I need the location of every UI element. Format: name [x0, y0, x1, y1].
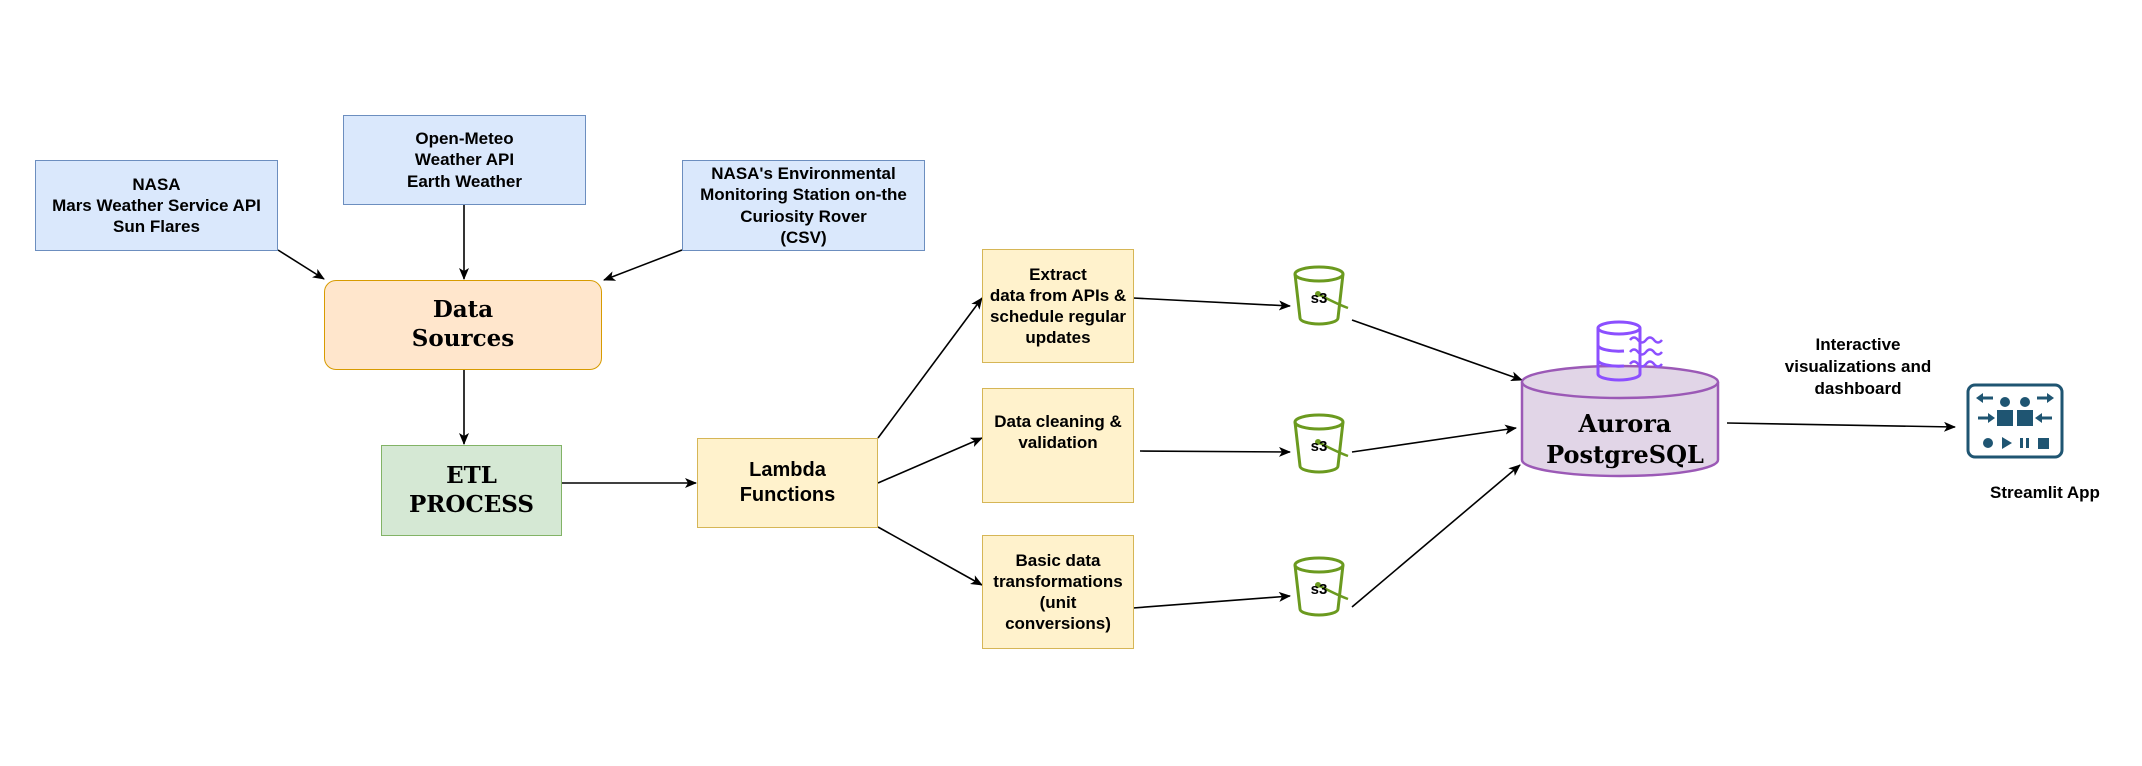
nasa-mars-line-3: Sun Flares — [113, 217, 200, 237]
etl-process-box: ETL PROCESS — [381, 445, 562, 536]
transform-line-1: Basic data — [1015, 550, 1101, 570]
arrow-s3-bottom-to-aurora — [1351, 464, 1521, 608]
aurora-database-icon — [1596, 320, 1663, 382]
s3-label: s3 — [1310, 581, 1328, 598]
streamlit-app-label: Streamlit App — [1990, 483, 2100, 502]
extract-line-3: schedule regular — [989, 307, 1127, 326]
arrow-nasa-to-sources — [277, 249, 325, 280]
nasa-mars-line-2: Mars Weather Service API — [52, 195, 261, 215]
data-sources-line-2: Sources — [411, 325, 515, 352]
interactive-visualizations-label: Interactive visualizations and dashboard — [1758, 334, 1958, 400]
data-sources-box: Data Sources — [324, 280, 602, 370]
open-meteo-line-3: Earth Weather — [407, 171, 522, 191]
arrow-s3-top-to-aurora — [1351, 319, 1523, 382]
data-sources-line-1: Data — [432, 296, 494, 324]
open-meteo-line-2: Weather API — [414, 150, 515, 170]
s3-bucket-middle: s3 — [1292, 412, 1352, 476]
arrow-lambda-to-extract — [877, 297, 983, 439]
arrow-extract-to-s3 — [1132, 297, 1291, 311]
arrow-rover-to-sources — [603, 249, 683, 281]
nasa-rover-line-3: Curiosity Rover — [740, 206, 867, 226]
arrow-lambda-to-cleaning — [877, 437, 983, 484]
s3-bucket-icon — [1293, 413, 1349, 474]
interactive-line-2: visualizations and — [1784, 357, 1932, 377]
cleaning-line-1: Data cleaning & — [994, 412, 1122, 431]
aurora-cylinder — [1520, 364, 1720, 478]
aurora-line-2: PostgreSQL — [1546, 440, 1704, 470]
extract-line-2: data from APIs & — [989, 285, 1127, 305]
nasa-rover-line-4: (CSV) — [780, 227, 827, 247]
extract-line-1: Extract — [1029, 264, 1087, 284]
s3-label: s3 — [1310, 290, 1328, 307]
arrow-lambda-to-transform — [877, 526, 983, 586]
nasa-mars-line-1: NASA — [132, 174, 181, 194]
transform-line-4: conversions) — [1005, 614, 1111, 634]
transform-task-box: Basic data transformations (unit convers… — [982, 535, 1134, 649]
aurora-postgresql-label: Aurora PostgreSQL — [1526, 408, 1724, 470]
cleaning-line-2: validation — [1018, 433, 1098, 453]
arrow-cleaning-to-s3 — [1139, 446, 1291, 457]
transform-line-3: (unit — [1039, 593, 1077, 612]
etl-line-1: ETL — [446, 461, 497, 489]
s3-label: s3 — [1310, 438, 1328, 455]
s3-bucket-top: s3 — [1292, 264, 1352, 328]
s3-bucket-icon — [1293, 556, 1349, 617]
interactive-line-3: dashboard — [1814, 379, 1902, 399]
lambda-line-1: Lambda — [749, 459, 826, 481]
interactive-line-1: Interactive — [1815, 335, 1901, 354]
lambda-line-2: Functions — [739, 484, 836, 506]
etl-line-2: PROCESS — [409, 490, 534, 518]
transform-line-2: transformations — [993, 571, 1123, 591]
extract-task-box: Extract data from APIs & schedule regula… — [982, 249, 1134, 363]
arrow-aurora-to-streamlit — [1726, 421, 1956, 432]
nasa-rover-source: NASA's Environmental Monitoring Station … — [682, 160, 925, 251]
open-meteo-line-1: Open-Meteo — [415, 129, 514, 149]
s3-bucket-icon — [1293, 265, 1349, 326]
cleaning-task-box: Data cleaning & validation — [982, 388, 1134, 503]
s3-bucket-bottom: s3 — [1292, 555, 1352, 619]
extract-line-4: updates — [1025, 328, 1091, 348]
arrow-s3-mid-to-aurora — [1351, 424, 1517, 453]
lambda-functions-box: Lambda Functions — [697, 438, 878, 528]
arrow-transform-to-s3 — [1132, 591, 1291, 609]
open-meteo-source: Open-Meteo Weather API Earth Weather — [343, 115, 586, 205]
nasa-rover-line-1: NASA's Environmental — [711, 164, 896, 183]
aurora-line-1: Aurora — [1578, 409, 1672, 438]
nasa-mars-source: NASA Mars Weather Service API Sun Flares — [35, 160, 278, 251]
nasa-rover-line-2: Monitoring Station on-the — [700, 185, 907, 205]
streamlit-dashboard-icon — [1966, 383, 2064, 459]
